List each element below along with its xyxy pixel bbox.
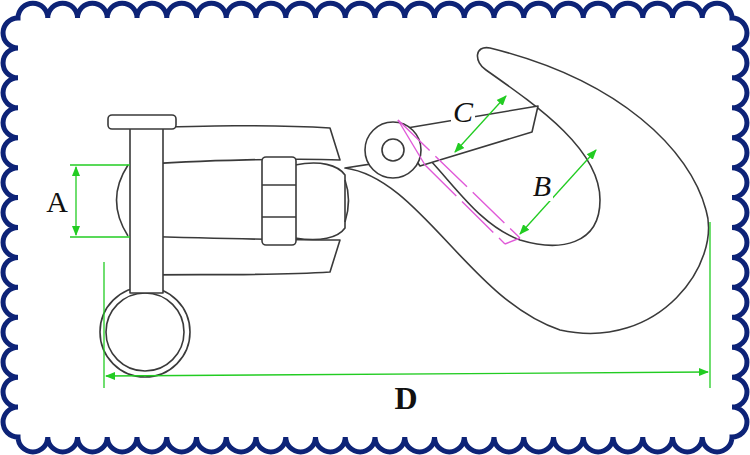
scalloped-frame: [3, 3, 747, 452]
extension-line: [70, 236, 130, 237]
hex-nut: [262, 157, 296, 245]
section-lines: [398, 120, 520, 244]
eye-hole: [382, 139, 404, 161]
dimension-label: C: [451, 97, 475, 127]
dimension-d: [106, 372, 708, 376]
hook-outline: [100, 48, 709, 377]
section-line: [425, 165, 505, 244]
nut-edge: [262, 184, 296, 186]
nut-edge: [262, 216, 296, 218]
ring-inner: [106, 293, 184, 371]
swivel-neck: [345, 180, 349, 222]
extension-line: [709, 222, 710, 388]
dimension-a: [75, 167, 76, 235]
section-end: [398, 120, 425, 165]
hook-body: [345, 48, 709, 334]
shackle-upper-arm: [133, 126, 340, 165]
pin-head: [108, 115, 176, 129]
extension-line: [70, 164, 130, 165]
shackle-lower-arm: [133, 236, 340, 275]
stamp-border: [3, 3, 747, 452]
dimension-b: [520, 150, 596, 234]
pin: [130, 125, 163, 293]
shackle-bow: [117, 165, 129, 236]
dimension-label: D: [392, 383, 419, 413]
dimension-label: A: [44, 187, 70, 217]
hook-eye: [365, 122, 421, 178]
section-end: [505, 238, 520, 244]
ring: [100, 287, 190, 377]
swivel-collar: [295, 163, 345, 239]
extension-line: [103, 262, 104, 388]
dimension-label: B: [531, 171, 553, 201]
section-line: [398, 120, 520, 238]
dimension-lines: [70, 96, 710, 388]
